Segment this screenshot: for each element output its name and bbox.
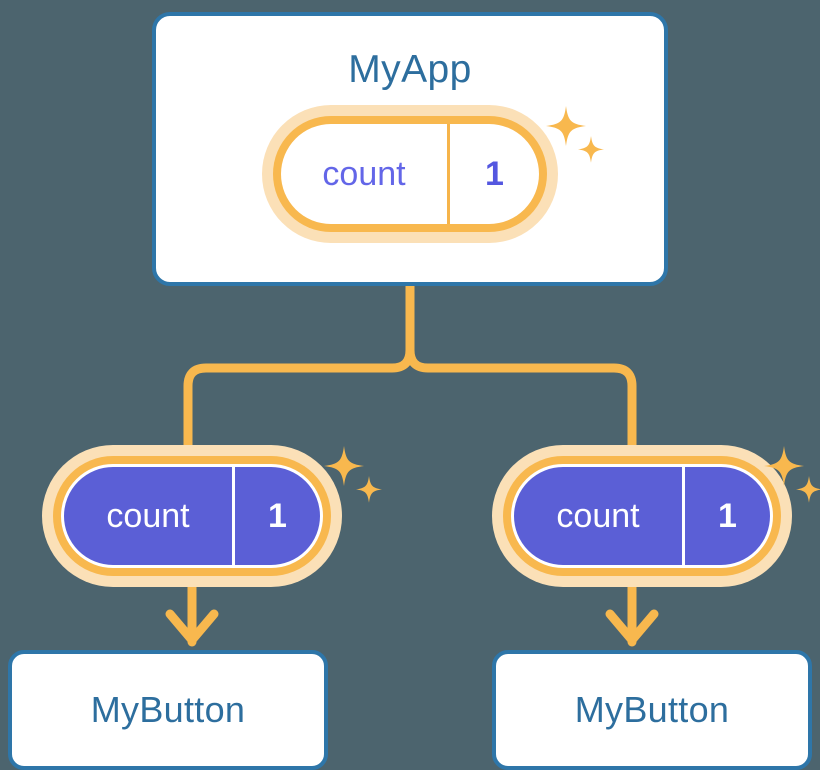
state-pill-root[interactable]: count 1 — [262, 105, 558, 243]
state-key-label: count — [106, 496, 190, 535]
state-value-label: 1 — [232, 467, 320, 565]
component-label: MyButton — [90, 689, 246, 730]
component-card-mybutton-right[interactable]: MyButton — [492, 650, 812, 770]
state-key-label: count — [322, 154, 406, 193]
arrow-head-left — [165, 609, 219, 645]
state-value-label: 1 — [682, 467, 770, 565]
arrow-head-right — [605, 609, 659, 645]
state-value-label: 1 — [447, 124, 539, 224]
state-pill-child-left[interactable]: count 1 — [42, 445, 342, 587]
page-title: MyApp — [348, 48, 472, 91]
pill-body: count 1 — [511, 464, 773, 568]
component-card-mybutton-left[interactable]: MyButton — [8, 650, 328, 770]
pill-body: count 1 — [281, 124, 539, 224]
connector-trunk-split — [405, 281, 637, 457]
state-key-label: count — [556, 496, 640, 535]
connector-trunk-split-left — [183, 345, 415, 457]
pill-body: count 1 — [61, 464, 323, 568]
state-pill-child-right[interactable]: count 1 — [492, 445, 792, 587]
component-label: MyButton — [574, 689, 730, 730]
